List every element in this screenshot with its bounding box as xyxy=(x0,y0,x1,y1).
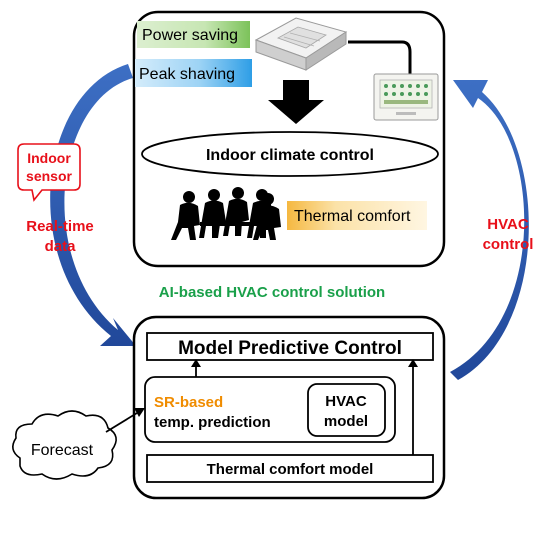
temp-prediction-label: temp. prediction xyxy=(154,414,271,431)
mpc-box xyxy=(146,332,434,361)
power-saving-bg xyxy=(137,21,250,48)
realtime-data-line1: Real-time xyxy=(26,218,94,235)
hvac-model-box xyxy=(307,383,386,437)
right-flow-arrow xyxy=(450,80,529,380)
realtime-data-line2: data xyxy=(45,238,77,255)
forecast-cloud-icon xyxy=(12,410,117,480)
left-flow-arrow xyxy=(50,64,136,346)
hvac-model-line1: HVAC xyxy=(325,393,367,410)
thermal-comfort-model-box xyxy=(146,454,434,483)
forecast-arrow xyxy=(105,408,145,433)
wall-controller-icon xyxy=(373,73,439,121)
indoor-climate-ellipse xyxy=(141,131,439,177)
thermal-comfort-bg xyxy=(287,201,427,230)
ceiling-ac-unit-icon xyxy=(254,17,348,71)
down-arrow-icon xyxy=(268,80,324,124)
forecast-label: Forecast xyxy=(31,442,94,459)
indoor-sensor-line1: Indoor xyxy=(27,150,71,166)
hvac-model-line2: model xyxy=(324,413,368,430)
indoor-sensor-bubble xyxy=(17,143,81,202)
indoor-sensor-line2: sensor xyxy=(26,168,72,184)
internal-arrows xyxy=(191,359,418,455)
solution-caption: AI-based HVAC control solution xyxy=(159,284,385,301)
peak-shaving-label: Peak shaving xyxy=(139,66,235,83)
hvac-control-line1: HVAC xyxy=(487,216,529,233)
people-silhouette-icon xyxy=(171,187,281,240)
power-saving-label: Power saving xyxy=(142,27,238,44)
thermal-comfort-model-label: Thermal comfort model xyxy=(207,461,374,478)
controller-cable xyxy=(348,40,412,74)
indoor-climate-label: Indoor climate control xyxy=(206,147,374,164)
mpc-label: Model Predictive Control xyxy=(178,338,402,359)
hvac-control-line2: control xyxy=(483,236,534,253)
sr-based-label: SR-based xyxy=(154,394,223,411)
peak-shaving-bg xyxy=(135,59,252,87)
thermal-comfort-label: Thermal comfort xyxy=(294,208,411,225)
